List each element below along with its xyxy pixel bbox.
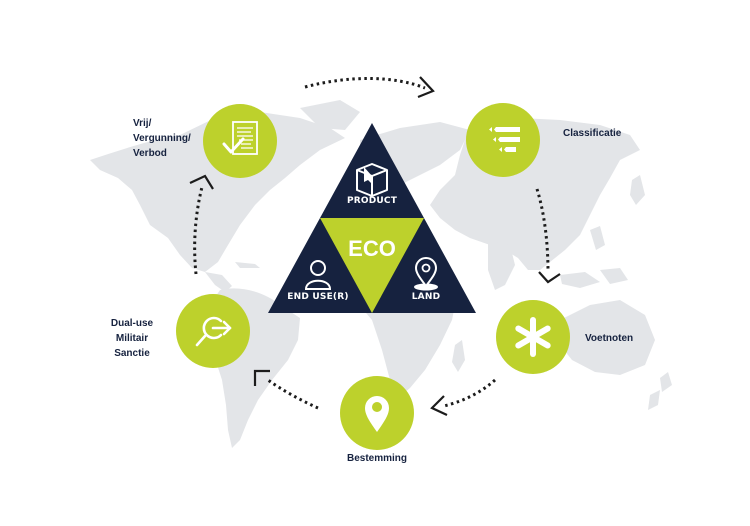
- map-pin-icon: [365, 396, 389, 432]
- location-pin-icon: [414, 257, 438, 291]
- step-circle-classificatie: [466, 103, 540, 177]
- arrow-left: [193, 186, 204, 275]
- arrowhead-bottom-left: [253, 369, 270, 386]
- segment-label-product: PRODUCT: [346, 196, 398, 206]
- segment-label-end-user: END USE(R): [287, 292, 349, 302]
- step-label-bestemming: Bestemming: [346, 453, 407, 464]
- arrow-bottom-right: [443, 378, 496, 408]
- step-label-voetnoten: Voetnoten: [585, 333, 634, 344]
- step-circle-voetnoten: [496, 300, 570, 374]
- step-circle-bestemming: [340, 376, 414, 450]
- step-circle-dualuse: [176, 294, 250, 368]
- triangle-inner-eco: [320, 218, 424, 313]
- arrowhead-left: [189, 174, 214, 190]
- search-arrow-icon: [195, 316, 232, 347]
- arrowhead-bottom-right: [430, 395, 448, 416]
- step-circle-vrij: [203, 104, 277, 178]
- document-check-icon: [222, 121, 258, 155]
- arrow-top: [304, 77, 426, 90]
- list-tags-icon: [489, 127, 520, 152]
- step-label-classificatie: Classificatie: [563, 128, 622, 139]
- segment-label-land: LAND: [411, 292, 441, 302]
- step-label-dualuse: Dual-use Militair Sanctie: [110, 318, 154, 359]
- arrow-right: [535, 188, 550, 273]
- eco-title: ECO: [348, 236, 396, 261]
- user-icon: [304, 260, 332, 290]
- arrowhead-top: [417, 76, 435, 99]
- step-label-vrij: Vrij/ Vergunning/ Verbod: [133, 118, 191, 159]
- asterisk-icon: [515, 317, 551, 357]
- arrowhead-right: [538, 271, 561, 284]
- box-icon: [356, 163, 388, 197]
